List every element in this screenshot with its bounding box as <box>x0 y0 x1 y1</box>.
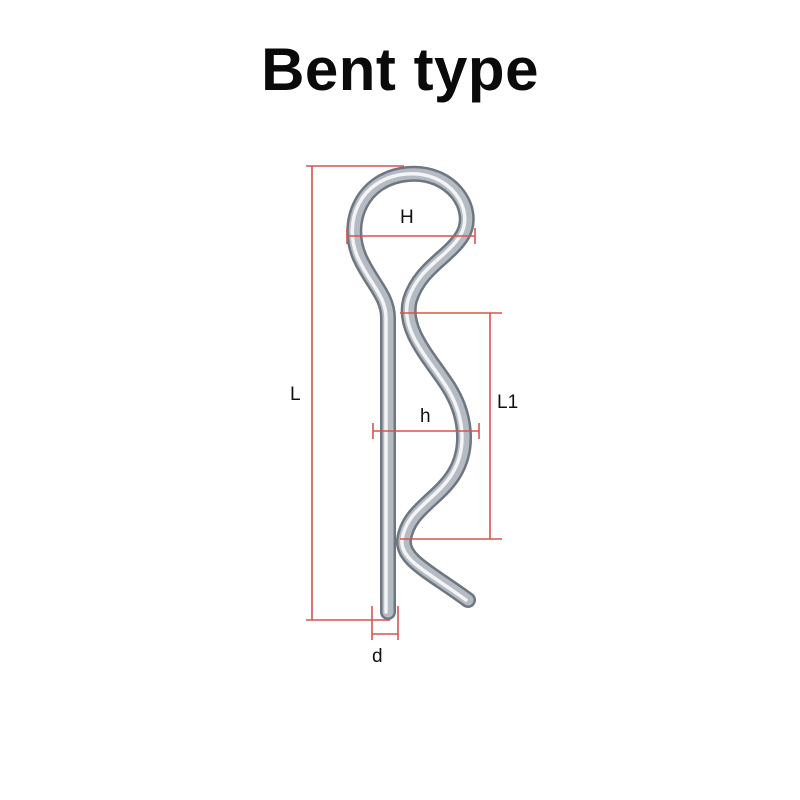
page-title: Bent type <box>261 36 539 103</box>
r-clip-pin-icon <box>346 165 476 620</box>
dimension-labels: H L L1 h d <box>290 207 518 667</box>
label-d: d <box>372 646 383 667</box>
label-L: L <box>290 384 301 405</box>
dimension-lines <box>306 165 502 640</box>
label-h: h <box>420 406 431 427</box>
label-L1: L1 <box>497 392 518 413</box>
label-H: H <box>400 207 414 228</box>
